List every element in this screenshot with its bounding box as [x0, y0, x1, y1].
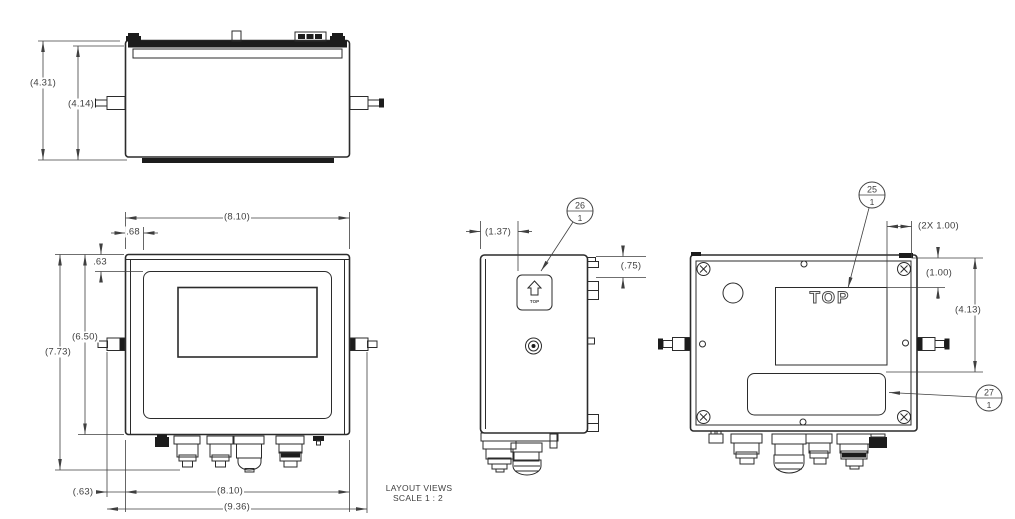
conduit-hole [722, 282, 744, 304]
dimension-4-31: (4.31) [28, 77, 58, 89]
balloon-26-qty: 1 [578, 213, 583, 223]
balloon-26: 26 1 [540, 197, 594, 272]
dimension-6-50: (6.50) [70, 331, 100, 343]
view-title: LAYOUT VIEWS [385, 483, 453, 493]
display-window [177, 286, 318, 358]
dimension-7-73: (7.73) [43, 346, 73, 358]
dimension-75: (.75) [619, 260, 643, 272]
side-view-dimensions [466, 221, 646, 289]
back-view: TOP [658, 181, 1003, 474]
mounting-tab-left-front-view [97, 337, 125, 351]
cable-glands-back [708, 430, 887, 474]
cable-glands-front [155, 434, 324, 473]
knob [525, 337, 542, 355]
balloon-25-item: 25 [867, 185, 877, 195]
top-view [38, 30, 384, 163]
dimension-4-13: (4.13) [953, 304, 983, 316]
balloon-25: 25 1 [847, 181, 886, 289]
up-arrow-icon [526, 280, 543, 296]
gasket-bar [142, 158, 334, 163]
mounting-tab-right-back-view [916, 337, 950, 351]
dimension-8-10-top: (8.10) [222, 211, 252, 223]
dimension-1-37: (1.37) [483, 226, 513, 238]
rating-label-area [747, 373, 886, 416]
back-panel [695, 260, 912, 426]
cable-glands-side [480, 432, 559, 476]
mounting-tab-left-back-view [658, 337, 691, 351]
corner-screws [696, 262, 911, 424]
door-outline [143, 271, 332, 419]
dimension-1-00: (1.00) [924, 267, 954, 279]
lid-strip [132, 48, 343, 59]
dimension-8-10-bottom: (8.10) [215, 485, 245, 497]
mounting-tab-right-front-view [350, 337, 378, 351]
hinge-details [587, 257, 599, 432]
top-marking-area [775, 287, 888, 366]
balloon-27: 27 1 [888, 384, 1003, 412]
balloon-27-item: 27 [984, 388, 994, 398]
mounting-tab-right-top-view [349, 96, 384, 110]
balloon-27-qty: 1 [987, 400, 992, 410]
front-view-dimensions [55, 212, 368, 513]
balloon-26-item: 26 [575, 201, 585, 211]
view-scale: SCALE 1 : 2 [392, 493, 444, 503]
lid-edge [128, 40, 347, 48]
dimension-2x-1-00: (2X 1.00) [917, 220, 960, 232]
enclosure-outline-back-view [689, 254, 918, 432]
front-view [55, 212, 378, 513]
mounting-tab-left-top-view [91, 96, 126, 110]
dimension-63: .63 [92, 256, 108, 268]
dimension-63-bottom: (.63) [71, 486, 95, 498]
lid-hardware [126, 30, 345, 42]
enclosure-outline-front-view [124, 253, 351, 436]
orientation-label-side [516, 274, 553, 311]
orientation-label-text-side: TOP [530, 299, 539, 304]
dimension-4-14: (4.14) [66, 98, 96, 110]
top-view-dimensions [38, 40, 127, 161]
panel-screws [699, 260, 909, 426]
balloon-25-qty: 1 [870, 197, 875, 207]
side-view: 26 1 [466, 197, 646, 476]
top-marking-text: TOP [810, 288, 851, 307]
dimension-9-36: (9.36) [222, 501, 252, 513]
dimension-68: .68 [125, 226, 141, 238]
